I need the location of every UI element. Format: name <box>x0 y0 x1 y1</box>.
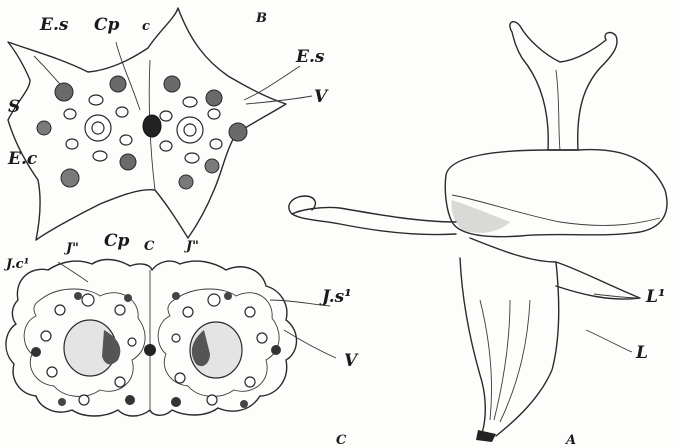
leader-l2 <box>586 330 632 352</box>
label-s: S <box>8 97 20 117</box>
cup-shading <box>451 200 510 233</box>
label-js1: J.s¹ <box>319 287 352 307</box>
label-v-c: V <box>344 351 359 371</box>
panel-a-flower <box>289 22 667 442</box>
style-column <box>510 22 617 150</box>
panel-b-section <box>8 8 312 240</box>
label-l2: L <box>635 343 648 363</box>
label-c-b: c <box>142 19 150 34</box>
label-v-b: V <box>314 87 329 107</box>
label-ec: E.c <box>7 149 38 169</box>
leader-s <box>34 56 60 84</box>
label-j2-left: J" <box>63 241 79 256</box>
label-jc1: J.c¹ <box>3 257 29 272</box>
ovule-ring-left <box>64 95 132 161</box>
ovule-ring-right <box>160 97 222 163</box>
label-es-right: E.s <box>295 47 325 67</box>
ovary-left <box>460 258 485 438</box>
label-panel-b: B <box>255 11 267 26</box>
label-c-c: C <box>144 239 155 254</box>
leader-es <box>244 66 300 100</box>
label-panel-c: C <box>336 433 347 448</box>
leader-js <box>270 300 330 306</box>
c-ovule-left <box>102 330 120 364</box>
label-l1: L¹ <box>645 287 665 307</box>
column-groove <box>556 70 560 150</box>
ovary-veins <box>480 300 530 422</box>
label-panel-a: A <box>564 433 576 448</box>
pedicel-tip <box>476 430 496 442</box>
curved-spur <box>289 196 456 235</box>
leader-v <box>246 96 312 104</box>
panel-c-section <box>6 260 336 416</box>
label-cp-b: Cp <box>94 15 120 35</box>
label-es-left: E.s <box>39 15 69 35</box>
vascular-bundles-b <box>37 76 247 189</box>
label-cp-c: Cp <box>104 231 130 251</box>
labels: E.s Cp c B E.s V S E.c J.c¹ J" Cp C J" J… <box>3 11 665 448</box>
leader-v-c <box>284 330 336 358</box>
label-j2-right: J" <box>183 239 199 254</box>
bract-upper <box>470 238 640 299</box>
leader-jc <box>58 262 88 282</box>
